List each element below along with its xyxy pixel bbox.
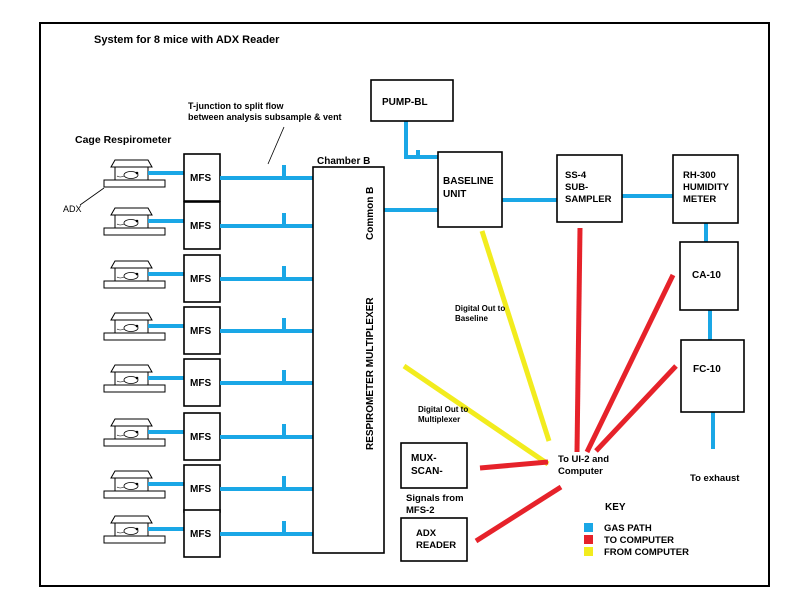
multiplexer-label: RESPIROMETER MULTIPLEXER bbox=[365, 297, 376, 450]
to-exhaust-label: To exhaust bbox=[690, 473, 740, 484]
ss4-subsampler-box: SS-4 SUB- SAMPLER bbox=[556, 154, 623, 223]
cage-icon bbox=[103, 515, 166, 544]
mfs-label: MFS bbox=[190, 274, 211, 285]
to-ui2-2: Computer bbox=[558, 466, 603, 477]
muxscan-label-1: MUX- bbox=[411, 453, 437, 464]
key-legend: KEY GAS PATH TO COMPUTER FROM COMPUTER bbox=[584, 502, 689, 558]
respirometer-multiplexer-box bbox=[312, 166, 385, 554]
rh300-label-2: HUMIDITY bbox=[683, 182, 730, 193]
chamber-row: MFS5 bbox=[103, 358, 327, 407]
mfs-box bbox=[183, 153, 221, 202]
adxreader-label-2: READER bbox=[416, 540, 456, 551]
to-ui2-1: To UI-2 and bbox=[558, 454, 609, 465]
cage-icon bbox=[103, 418, 166, 447]
diagram-title: System for 8 mice with ADX Reader bbox=[94, 34, 280, 46]
ca10-box: CA-10 bbox=[679, 241, 739, 311]
key-title: KEY bbox=[605, 502, 626, 513]
chamber-row: MFS1 bbox=[103, 153, 327, 202]
mfs-label: MFS bbox=[190, 484, 211, 495]
fc10-label: FC-10 bbox=[693, 364, 721, 375]
from-computer-lines bbox=[402, 230, 552, 467]
key-label-from-computer: FROM COMPUTER bbox=[604, 547, 689, 558]
ss4-label-3: SAMPLER bbox=[565, 194, 612, 205]
digital-out-mux-1: Digital Out to bbox=[418, 405, 468, 414]
outer-frame bbox=[39, 22, 770, 587]
chamber-row: MFS7 bbox=[103, 464, 327, 513]
baseline-label-1: BASELINE bbox=[443, 176, 494, 187]
key-label-gas: GAS PATH bbox=[604, 523, 652, 534]
ss4-label-1: SS-4 bbox=[565, 170, 587, 181]
ss4-label-2: SUB- bbox=[565, 182, 588, 193]
cage-icon bbox=[103, 260, 166, 289]
mfs-label: MFS bbox=[190, 378, 211, 389]
chamber-b-label: Chamber B bbox=[317, 156, 370, 167]
cage-icon bbox=[103, 312, 166, 341]
chamber-row: MFS2 bbox=[103, 201, 327, 250]
signals-mfs-1: Signals from bbox=[406, 493, 464, 504]
tjunction-pointer bbox=[267, 126, 285, 165]
mfs-label: MFS bbox=[190, 173, 211, 184]
key-label-to-computer: TO COMPUTER bbox=[604, 535, 674, 546]
adx-label: ADX bbox=[63, 204, 82, 214]
rh300-label-1: RH-300 bbox=[683, 170, 716, 181]
tjunction-label-1: T-junction to split flow bbox=[188, 101, 284, 111]
mfs-label: MFS bbox=[190, 432, 211, 443]
mfs-box bbox=[183, 306, 221, 355]
mfs-box bbox=[183, 509, 221, 558]
digital-out-mux-2: Multiplexer bbox=[418, 415, 460, 424]
cage-icon bbox=[103, 207, 166, 236]
baseline-label-2: UNIT bbox=[443, 189, 466, 200]
digital-out-baseline-1: Digital Out to bbox=[455, 304, 505, 313]
rh300-humidity-meter-box: RH-300 HUMIDITY METER bbox=[672, 154, 739, 224]
mfs-label: MFS bbox=[190, 221, 211, 232]
fc10-box: FC-10 bbox=[680, 339, 745, 413]
pump-bl-box: PUMP-BL bbox=[370, 79, 454, 122]
chamber-row: MFS3 bbox=[103, 254, 327, 303]
key-swatch-to-computer bbox=[584, 535, 593, 544]
mux-scan-box: MUX- SCAN- bbox=[400, 442, 468, 489]
key-swatch-from-computer bbox=[584, 547, 593, 556]
to-computer-lines bbox=[474, 227, 678, 544]
gas-path-main bbox=[384, 121, 715, 449]
chamber-row: MFS8 bbox=[103, 509, 327, 558]
mfs-box bbox=[183, 254, 221, 303]
mfs-label: MFS bbox=[190, 529, 211, 540]
key-swatch-gas bbox=[584, 523, 593, 532]
mfs-box bbox=[183, 464, 221, 513]
rh300-label-3: METER bbox=[683, 194, 716, 205]
digital-out-baseline-2: Baseline bbox=[455, 314, 488, 323]
adx-pointer bbox=[79, 187, 105, 206]
chamber-row: MFS6 bbox=[103, 412, 327, 461]
common-b-label: Common B bbox=[365, 187, 376, 240]
cage-icon bbox=[103, 159, 166, 188]
adxreader-label-1: ADX bbox=[416, 528, 437, 539]
cage-icon bbox=[103, 470, 166, 499]
cage-respirometer-label: Cage Respirometer bbox=[75, 134, 171, 146]
chamber-row: MFS4 bbox=[103, 306, 328, 355]
mfs-label: MFS bbox=[190, 326, 211, 337]
signals-mfs-2: MFS-2 bbox=[406, 505, 435, 516]
cage-icon bbox=[103, 364, 166, 393]
baseline-unit-box: BASELINE UNIT bbox=[437, 151, 503, 228]
tjunction-label-2: between analysis subsample & vent bbox=[188, 112, 342, 122]
mfs-box bbox=[183, 201, 221, 250]
adx-reader-box: ADX READER bbox=[400, 517, 468, 562]
ca10-label: CA-10 bbox=[692, 270, 721, 281]
pump-bl-label: PUMP-BL bbox=[382, 97, 428, 108]
muxscan-label-2: SCAN- bbox=[411, 466, 443, 477]
